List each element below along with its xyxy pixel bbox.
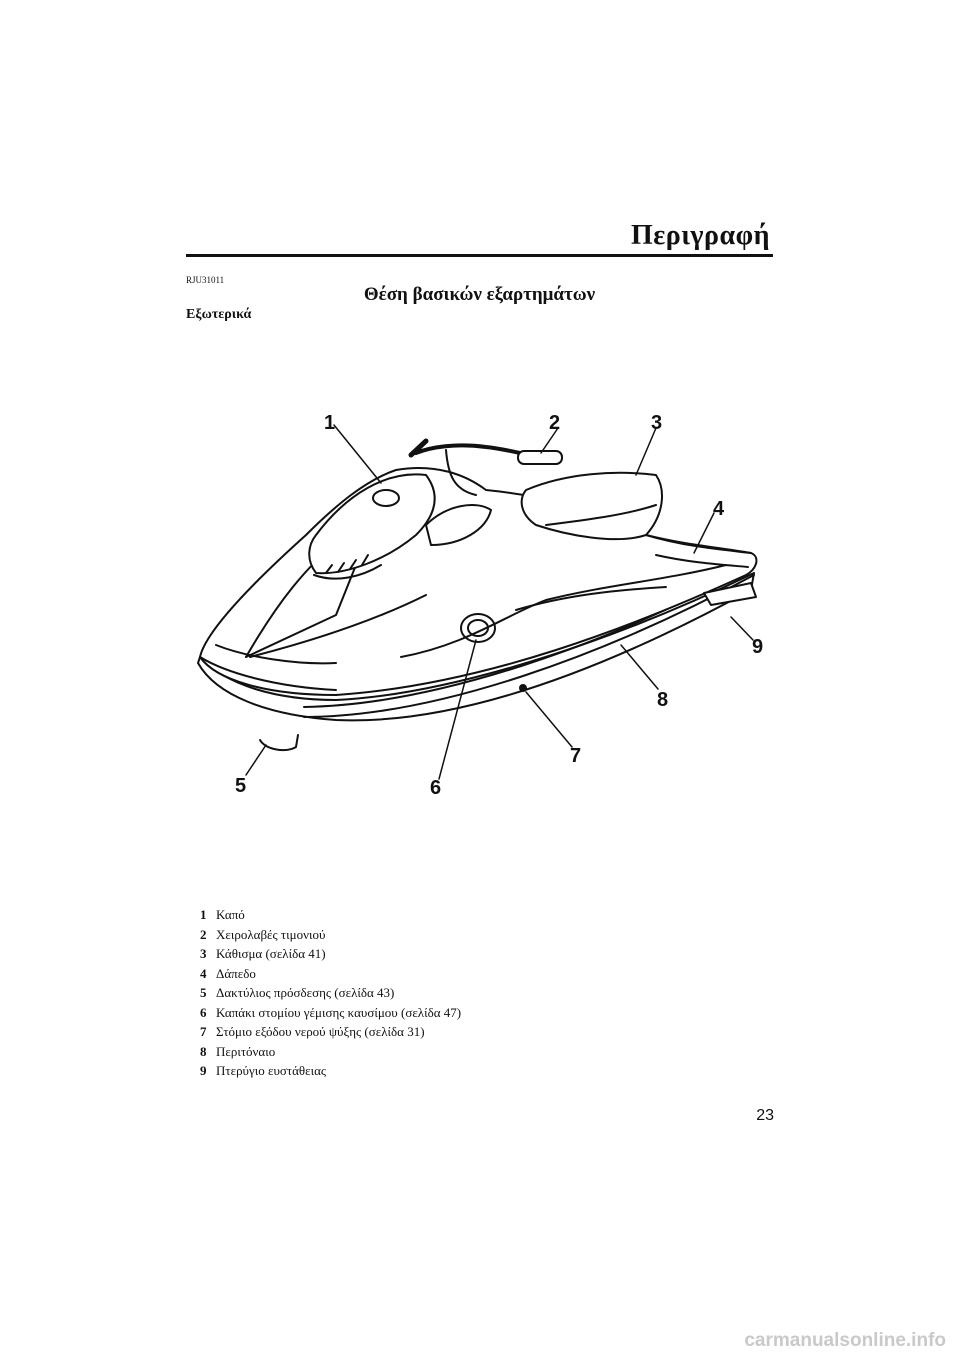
callout-layer: 1 2 3 4 5 6 7 8 9	[186, 395, 773, 815]
legend-text: Κάθισμα (σελίδα 41)	[216, 946, 326, 961]
legend-number: 2	[200, 926, 207, 942]
callout-number: 9	[752, 636, 763, 658]
legend-item: 6 Καπάκι στομίου γέμισης καυσίμου (σελίδα…	[200, 1003, 461, 1023]
legend-item: 8 Περιτόναιο	[200, 1042, 461, 1062]
callout-number: 5	[235, 775, 246, 797]
header-rule	[186, 254, 773, 257]
legend-number: 8	[200, 1043, 207, 1059]
legend-item: 1 Καπό	[200, 905, 461, 925]
legend-text: Καπάκι στομίου γέμισης καυσίμου (σελίδα …	[216, 1004, 462, 1020]
doc-code: RJU31011	[186, 275, 225, 285]
watermark[interactable]: carmanualsonline.info	[744, 1330, 946, 1351]
page-header-title: Περιγραφή	[631, 220, 770, 251]
legend-text: Πτερύγιο ευστάθειας	[216, 1063, 327, 1078]
callout-number: 3	[651, 412, 662, 434]
legend-text: Χειρολαβές τιμονιού	[216, 926, 326, 942]
legend-text: Δακτύλιος πρόσδεσης (σελίδα 43)	[216, 985, 395, 1000]
legend-item: 4 Δάπεδο	[200, 964, 461, 984]
legend-number: 7	[200, 1024, 207, 1039]
legend-number: 1	[200, 907, 207, 922]
callout-number: 6	[430, 777, 441, 799]
parts-legend: 1 Καπό 2 Χειρολαβές τιμονιού 3 Κάθισμα (σελ…	[200, 905, 461, 1081]
legend-text: Στόμιο εξόδου νερού ψύξης (σελίδα 31)	[216, 1024, 425, 1039]
page-number: 23	[756, 1107, 774, 1124]
callout-number: 8	[657, 689, 668, 711]
legend-text: Περιτόναιο	[216, 1043, 276, 1059]
legend-number: 9	[200, 1063, 207, 1078]
callout-number: 4	[713, 498, 725, 520]
legend-number: 3	[200, 946, 207, 961]
watercraft-illustration	[186, 395, 773, 815]
callout-number: 2	[549, 412, 560, 434]
legend-item: 3 Κάθισμα (σελίδα 41)	[200, 944, 461, 964]
legend-item: 5 Δακτύλιος πρόσδεσης (σελίδα 43)	[200, 983, 461, 1003]
legend-number: 5	[200, 985, 207, 1000]
section-title: Θέση βασικών εξαρτημάτων	[363, 284, 596, 305]
legend-text: Δάπεδο	[216, 965, 256, 981]
legend-item: 7 Στόμιο εξόδου νερού ψύξης (σελίδα 31)	[200, 1022, 461, 1042]
legend-item: 2 Χειρολαβές τιμονιού	[200, 925, 461, 945]
legend-text: Καπό	[216, 907, 245, 922]
legend-number: 4	[200, 965, 207, 981]
subsection-title: Εξωτερικά	[186, 307, 252, 322]
callout-number: 1	[324, 412, 335, 434]
legend-item: 9 Πτερύγιο ευστάθειας	[200, 1061, 461, 1081]
callout-number: 7	[570, 745, 581, 767]
legend-number: 6	[200, 1004, 207, 1020]
